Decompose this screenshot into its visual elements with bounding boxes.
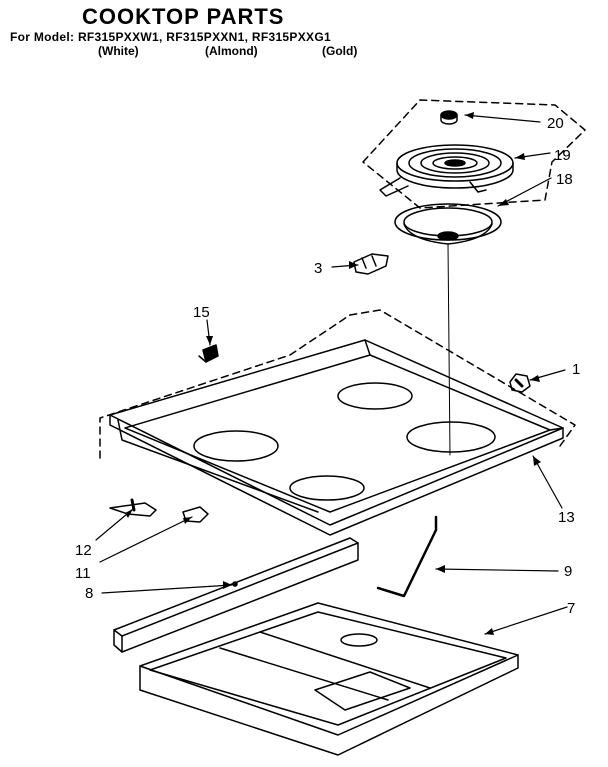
callout-labels: 20 19 18 3 15 1 13 12 11 8 9 7 xyxy=(75,115,580,617)
part-15-clip xyxy=(198,344,219,363)
callout-13: 13 xyxy=(558,509,575,526)
callout-11: 11 xyxy=(75,565,91,582)
callout-12: 12 xyxy=(75,542,92,559)
callout-15: 15 xyxy=(193,304,210,321)
callout-18: 18 xyxy=(556,171,573,188)
color-gold-label: (Gold) xyxy=(322,44,358,58)
part-12-connector xyxy=(109,498,157,517)
callout-9: 9 xyxy=(564,563,572,580)
part-18-drip-bowl xyxy=(394,203,502,245)
part-9-rod xyxy=(376,515,438,598)
model-numbers: For Model: RF315PXXW1, RF315PXXN1, RF315… xyxy=(10,30,331,44)
part-7-burner-box xyxy=(139,602,519,756)
color-white-label: (White) xyxy=(98,44,139,58)
part-20-cap xyxy=(440,110,458,125)
callout-1: 1 xyxy=(572,361,580,378)
leader-lines xyxy=(95,114,568,635)
part-3-terminal-block xyxy=(353,253,389,275)
element-group-outline xyxy=(362,99,586,209)
part-8-front-rail xyxy=(113,537,359,653)
callout-19: 19 xyxy=(554,147,571,164)
leader-arrowheads xyxy=(125,112,541,635)
callout-20: 20 xyxy=(547,115,564,132)
part-13-cooktop xyxy=(109,339,564,536)
page-title: COOKTOP PARTS xyxy=(82,4,285,29)
part-1-clip xyxy=(509,373,531,393)
diagram-header: COOKTOP PARTS For Model: RF315PXXW1, RF3… xyxy=(0,0,608,70)
callout-3: 3 xyxy=(314,260,322,277)
callout-7: 7 xyxy=(567,600,575,617)
callout-8: 8 xyxy=(85,585,93,602)
element-locator-line xyxy=(447,243,451,456)
part-19-surface-element xyxy=(379,144,514,197)
cooktop-group-outline xyxy=(99,309,576,459)
color-almond-label: (Almond) xyxy=(205,44,258,58)
